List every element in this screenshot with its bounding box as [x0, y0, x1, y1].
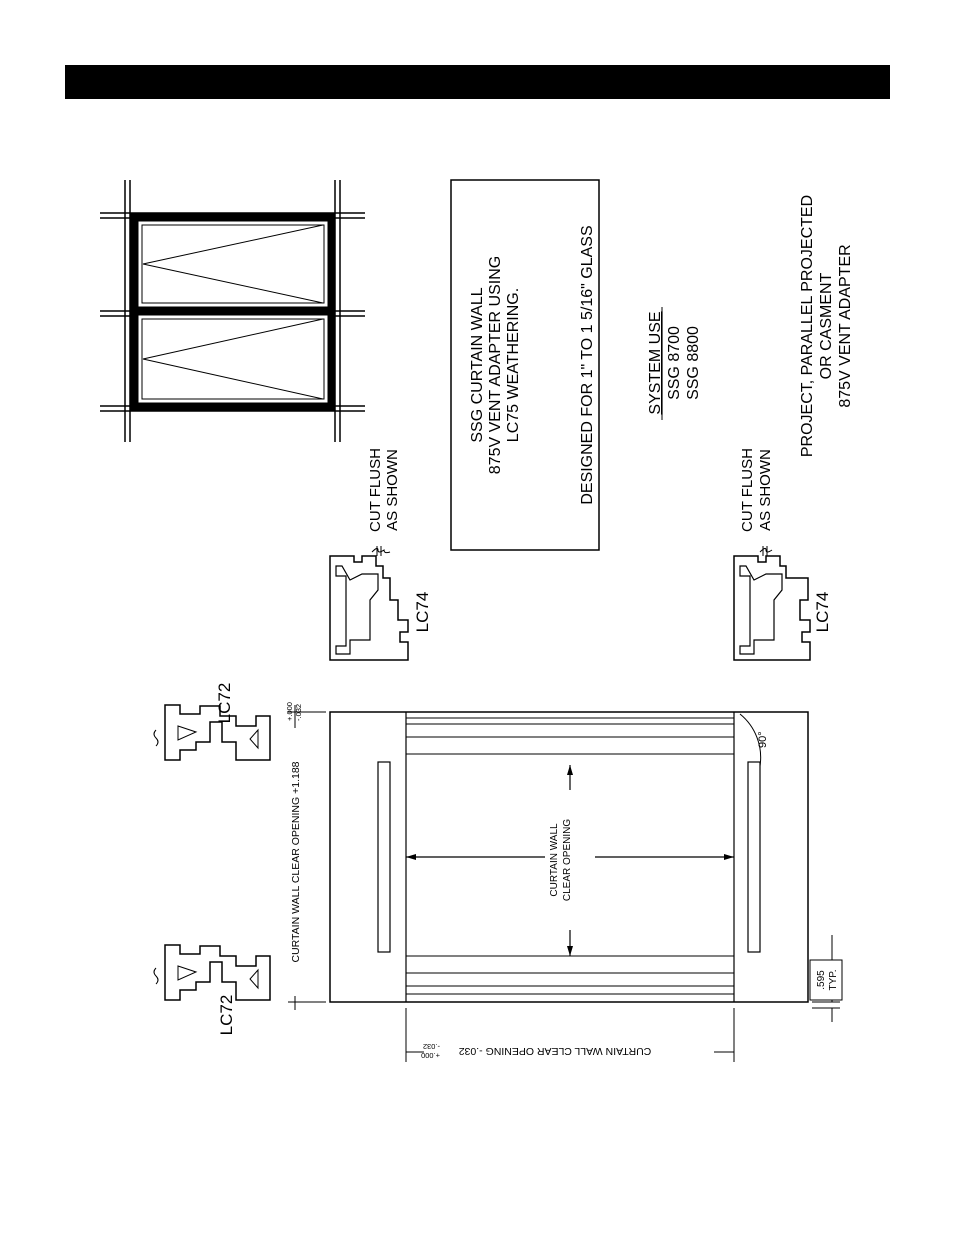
- note-line-2: 875V VENT ADAPTER USING: [487, 256, 504, 474]
- lc72-profile-upper: [153, 704, 271, 761]
- vent-sash-upper: [137, 220, 329, 308]
- vertical-dim-tol-minus: -.032: [294, 704, 303, 721]
- cut-note-bottom-line-2: AS SHOWN: [757, 449, 774, 531]
- horizontal-dim-mask: [424, 1044, 714, 1060]
- vent-types-line-2: OR CASMENT: [818, 272, 835, 379]
- vent-sash-lower: [137, 314, 329, 404]
- vertical-dim-text: CURTAIN WALL CLEAR OPENING +1.188: [290, 761, 302, 962]
- cut-note-top-line-2: AS SHOWN: [384, 449, 401, 531]
- lc72-profile-lower: [153, 944, 271, 1001]
- note-line-1: SSG CURTAIN WALL: [469, 287, 486, 442]
- system-use-item-2: SSG 8800: [685, 326, 702, 400]
- lc72-label-lower: LC72: [217, 995, 236, 1036]
- window-elevation: [100, 180, 365, 442]
- lc72-label-upper: LC72: [215, 683, 234, 724]
- header-bar: [65, 65, 890, 99]
- horizontal-dim-text: CURTAIN WALL CLEAR OPENING -.032: [459, 1045, 652, 1057]
- typ-value: .595: [816, 970, 827, 990]
- vent-section: [329, 711, 809, 1003]
- cut-note-top-line-1: CUT FLUSH: [367, 448, 384, 532]
- vertical-dim-mask: [287, 728, 303, 996]
- center-dim-line-1: CURTAIN WALL: [549, 823, 560, 897]
- center-dimension: CURTAIN WALL CLEAR OPENING: [549, 819, 573, 901]
- vent-types: PROJECT, PARALLEL PROJECTED OR CASMENT 8…: [799, 195, 854, 457]
- horizontal-dim-tol-minus: -.032: [423, 1042, 440, 1051]
- typ-dimension: [809, 935, 843, 1022]
- cut-note-bottom: CUT FLUSH AS SHOWN: [739, 448, 774, 532]
- system-use-heading: SYSTEM USE: [647, 311, 664, 414]
- lc74-label-bottom: LC74: [813, 592, 832, 633]
- note-line-4: DESIGNED FOR 1" TO 1 5/16" GLASS: [579, 225, 596, 504]
- note-box: [450, 179, 600, 551]
- system-use: SYSTEM USE SSG 8700 SSG 8800: [647, 311, 702, 414]
- note-box-text: SSG CURTAIN WALL 875V VENT ADAPTER USING…: [469, 225, 596, 504]
- horizontal-dim-tol-plus: +.000: [421, 1051, 440, 1060]
- cut-note-top: CUT FLUSH AS SHOWN: [367, 448, 401, 532]
- lc74-profile-top: [329, 546, 409, 661]
- note-line-3: LC75 WEATHERING.: [505, 288, 522, 442]
- lc74-profile-bottom: [733, 546, 811, 661]
- system-use-item-1: SSG 8700: [666, 326, 683, 400]
- angle-label: 90°: [757, 731, 769, 748]
- typ-label: TYP.: [828, 970, 839, 991]
- vent-types-line-3: 875V VENT ADAPTER: [837, 244, 854, 407]
- center-dim-line-2: CLEAR OPENING: [562, 819, 573, 901]
- vertical-dim-tol-plus: +.000: [285, 702, 294, 721]
- vent-types-line-1: PROJECT, PARALLEL PROJECTED: [799, 195, 816, 457]
- lc74-label-top: LC74: [413, 592, 432, 633]
- cut-note-bottom-line-1: CUT FLUSH: [739, 448, 756, 532]
